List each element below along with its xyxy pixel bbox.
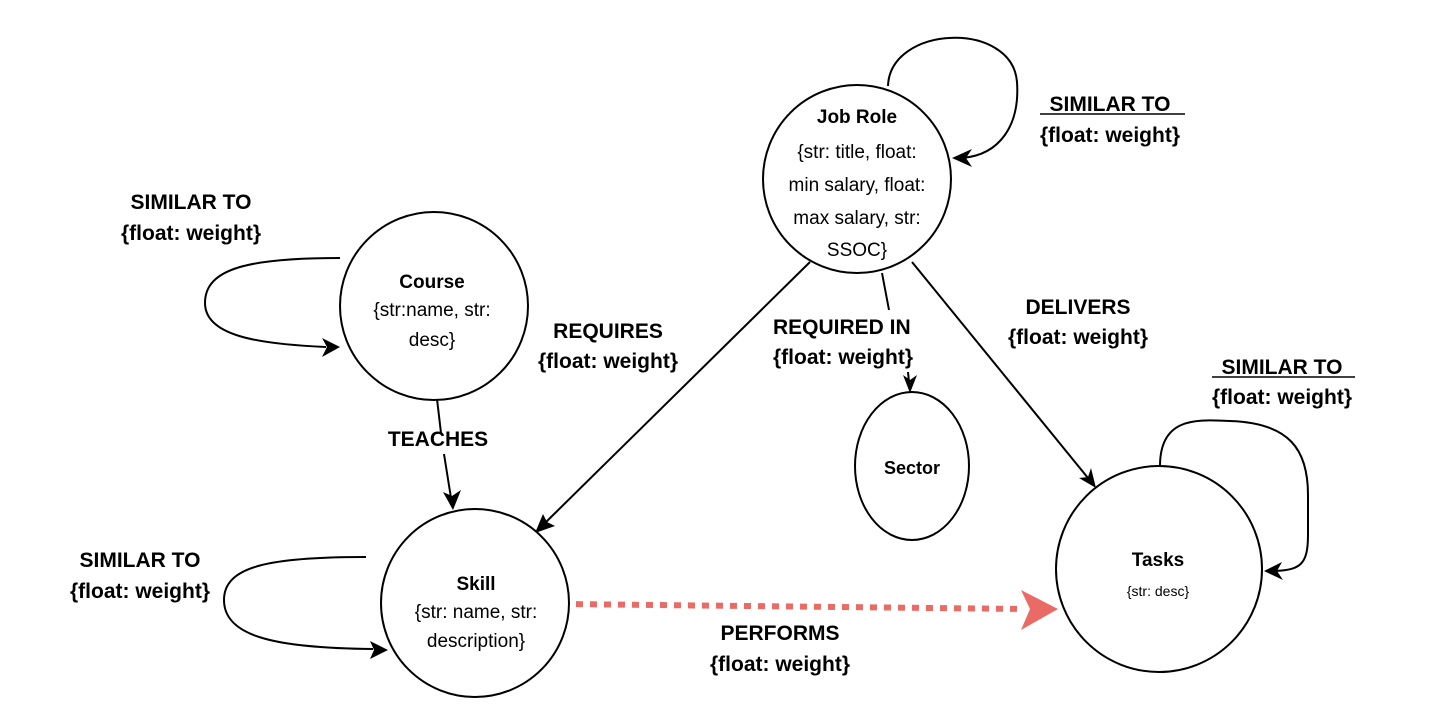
arrowhead-icon — [322, 338, 340, 357]
edge-line — [561, 601, 1025, 612]
edge-label: SIMILAR TO — [80, 549, 201, 572]
node-attribute: {str: desc} — [1127, 583, 1190, 599]
edge-line — [544, 261, 811, 524]
edge-property: {float: weight} — [773, 346, 913, 369]
node-course[interactable]: Course {str:name, str: desc} — [339, 211, 529, 401]
node-sector[interactable]: Sector — [854, 391, 970, 541]
edge-label: PERFORMS — [720, 622, 839, 645]
arrowhead-icon — [370, 641, 388, 659]
edge-required-in — [881, 272, 917, 393]
edge-label: DELIVERS — [1025, 296, 1130, 319]
arrowhead-icon — [1264, 562, 1283, 580]
self-loop-line — [222, 556, 374, 650]
edge-line — [911, 261, 1089, 479]
arrowhead-icon — [535, 514, 555, 533]
label-skill-similar-to: SIMILAR TO {float: weight} — [70, 549, 210, 603]
node-attribute: description} — [427, 631, 525, 652]
label-teaches: TEACHES — [388, 428, 488, 451]
node-attribute: {str: name, str: — [415, 602, 537, 623]
edge-property: {float: weight} — [1040, 124, 1180, 147]
node-circle — [339, 211, 529, 401]
edge-tasks-similar-to — [1159, 419, 1309, 580]
edge-label: TEACHES — [388, 428, 488, 451]
label-performs: PERFORMS {float: weight} — [710, 622, 850, 676]
edge-property: {float: weight} — [121, 222, 261, 245]
arrowhead-icon — [952, 149, 972, 167]
label-tasks-similar-to: SIMILAR TO {float: weight} — [1212, 356, 1355, 409]
label-delivers: DELIVERS {float: weight} — [1008, 296, 1148, 349]
edge-requires — [535, 261, 811, 533]
edge-delivers — [911, 261, 1096, 488]
node-title: Skill — [456, 574, 495, 595]
arrowhead-icon — [1079, 468, 1096, 488]
edge-label: SIMILAR TO — [131, 191, 252, 214]
edge-label: REQUIRES — [553, 320, 663, 343]
node-attribute: min salary, float: — [789, 175, 926, 196]
node-circle — [762, 84, 952, 274]
edge-line — [443, 453, 452, 499]
node-circle — [380, 508, 570, 698]
edge-teaches — [436, 398, 461, 510]
node-attribute: desc} — [409, 330, 455, 351]
node-tasks[interactable]: Tasks {str: desc} — [1055, 465, 1263, 673]
edge-property: {float: weight} — [1212, 386, 1352, 409]
node-circle — [1055, 465, 1263, 673]
edge-property: {float: weight} — [538, 350, 678, 373]
edge-course-similar-to — [203, 257, 341, 357]
edge-performs — [561, 590, 1058, 630]
edge-property: {float: weight} — [70, 580, 210, 603]
label-course-similar-to: SIMILAR TO {float: weight} — [121, 191, 261, 245]
node-title: Course — [399, 272, 464, 293]
node-circle — [854, 391, 970, 541]
node-attribute: {str:name, str: — [373, 300, 490, 321]
node-attribute: {str: title, float: — [797, 142, 916, 163]
edge-property: {float: weight} — [1008, 326, 1148, 349]
edge-skill-similar-to — [222, 556, 388, 659]
node-title: Tasks — [1132, 550, 1184, 571]
self-loop-line — [203, 257, 341, 348]
label-requires: REQUIRES {float: weight} — [538, 320, 678, 373]
arrowhead-icon — [903, 375, 917, 393]
arrowhead-icon — [443, 490, 461, 510]
self-loop-line — [887, 36, 1019, 159]
node-attribute: max salary, str: — [793, 208, 920, 229]
arrowhead-icon — [1021, 590, 1058, 630]
edge-line — [881, 272, 890, 311]
label-job-role-similar-to: SIMILAR TO {float: weight} — [1040, 93, 1185, 147]
node-skill[interactable]: Skill {str: name, str: description} — [380, 508, 570, 698]
edge-job-role-similar-to — [887, 36, 1019, 167]
node-title: Sector — [884, 458, 940, 478]
node-attribute: SSOC} — [827, 240, 887, 261]
edge-label: SIMILAR TO — [1222, 356, 1343, 379]
edge-label: SIMILAR TO — [1050, 93, 1171, 116]
label-required-in: REQUIRED IN {float: weight} — [773, 316, 913, 369]
edge-label: REQUIRED IN — [773, 316, 911, 339]
node-job-role[interactable]: Job Role {str: title, float: min salary,… — [762, 84, 952, 274]
self-loop-line — [1159, 419, 1309, 572]
edge-property: {float: weight} — [710, 653, 850, 676]
node-title: Job Role — [817, 107, 897, 128]
edge-line — [436, 398, 442, 434]
